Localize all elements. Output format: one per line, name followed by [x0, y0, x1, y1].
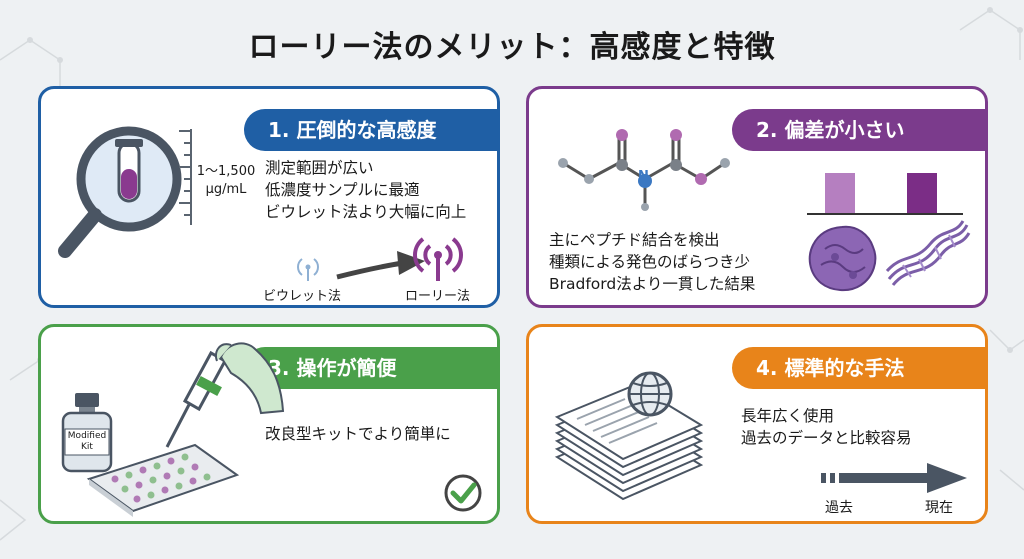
card-1-text: 測定範囲が広い 低濃度サンプルに最適 ビウレット法より大幅に向上 — [265, 157, 466, 223]
card-2-line-1: 主にペプチド結合を検出 — [549, 231, 720, 249]
timeline-arrow-icon — [821, 463, 967, 493]
kit-label-line-1: Modified — [67, 431, 107, 441]
range-unit: μg/mL — [205, 182, 247, 197]
card-3-line-1: 改良型キットでより簡単に — [265, 425, 451, 443]
measurement-scale-icon — [179, 129, 192, 225]
card-1-line-1: 測定範囲が広い — [265, 159, 374, 177]
card-standard-method: 4. 標準的な手法 長年広く使用 過去のデータと比較容易 — [526, 324, 988, 524]
card-easy-operation: 3. 操作が簡便 Modified Kit 改良型キットでより簡単に — [38, 324, 500, 524]
card-3-text: 改良型キットでより簡単に — [265, 423, 451, 445]
globular-protein-icon — [808, 225, 877, 291]
biuret-label: ビウレット法 — [263, 289, 342, 304]
peptide-bond-icon — [558, 129, 730, 211]
card-2-heading: 2. 偏差が小さい — [732, 109, 985, 151]
card-2-line-2: 種類による発色のばらつき少 — [549, 253, 751, 271]
documents-icon — [554, 383, 704, 501]
kit-label-line-2: Kit — [81, 442, 93, 452]
magnifier-tube-icon — [58, 126, 182, 258]
nitrogen-atom-label: N — [638, 169, 649, 184]
card-4-line-2: 過去のデータと比較容易 — [741, 429, 912, 447]
card-4-line-1: 長年広く使用 — [741, 407, 835, 425]
card-4-text: 長年広く使用 過去のデータと比較容易 — [741, 405, 912, 449]
kit-label: Modified Kit — [65, 431, 109, 453]
strong-signal-icon — [413, 237, 463, 281]
card-3-heading: 3. 操作が簡便 — [244, 347, 497, 389]
card-1-heading: 1. 圧倒的な高感度 — [244, 109, 497, 151]
upgrade-arrow-icon — [336, 251, 425, 280]
globe-icon — [627, 371, 673, 417]
check-circle-icon — [444, 474, 482, 512]
card-1-line-3: ビウレット法より大幅に向上 — [265, 203, 467, 221]
card-2-line-3: Bradford法より一貫した結果 — [549, 275, 756, 293]
reagent-bottle-icon — [61, 393, 113, 473]
pipette-plate-icon — [86, 342, 285, 517]
lowry-label: ローリー法 — [405, 289, 471, 304]
range-value: 1〜1,500 — [196, 164, 256, 179]
range-label: 1〜1,500 μg/mL — [195, 163, 257, 199]
timeline-present-label: 現在 — [925, 500, 953, 516]
card-low-variation: 2. 偏差が小さい N — [526, 86, 988, 308]
card-2-text: 主にペプチド結合を検出 種類による発色のばらつき少 Bradford法より一貫し… — [549, 229, 755, 295]
card-4-heading: 4. 標準的な手法 — [732, 347, 985, 389]
page-title: ローリー法のメリット：高感度と特徴 — [248, 30, 776, 65]
weak-signal-icon — [297, 258, 319, 281]
card-1-line-2: 低濃度サンプルに最適 — [265, 181, 420, 199]
timeline-past-label: 過去 — [825, 500, 853, 516]
card-high-sensitivity: 1. 圧倒的な高感度 1〜1,500 μg/mL 測定範囲が広い 低濃度サンプル… — [38, 86, 500, 308]
fibrous-protein-icon — [885, 220, 971, 286]
bar-comparison-icon — [807, 173, 963, 215]
